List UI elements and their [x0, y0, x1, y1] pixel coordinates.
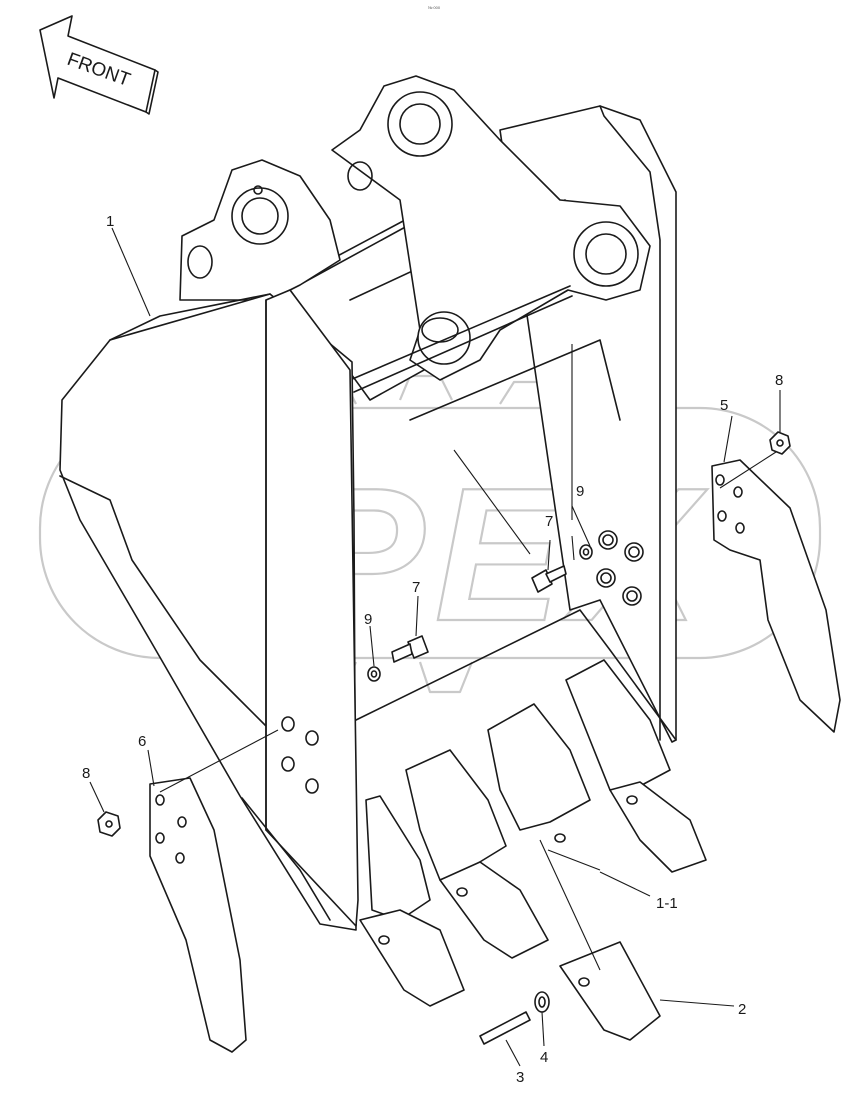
callout-1-1: 1-1 [656, 895, 678, 912]
pin-part-3 [479, 1011, 531, 1045]
callout-1: 1 [106, 213, 114, 230]
front-arrow: FRONT [39, 15, 159, 115]
tooth-assembly-2 [405, 749, 549, 959]
callout-7-lower: 7 [412, 579, 420, 596]
callout-6: 6 [138, 733, 146, 750]
leader-lines [89, 227, 781, 1067]
bolt-part-7-lower [391, 635, 429, 663]
callout-4: 4 [540, 1049, 548, 1066]
tooth-part-2 [559, 941, 661, 1041]
nut-part-8-left [97, 811, 121, 837]
callout-3: 3 [516, 1069, 524, 1086]
callout-9-lower: 9 [364, 611, 372, 628]
bucket-body [59, 75, 677, 931]
svg-text:№ 000: № 000 [428, 5, 441, 10]
side-cutter-part-5 [711, 459, 841, 733]
callout-5: 5 [720, 397, 728, 414]
washer-part-9-lower [367, 666, 381, 682]
callout-7-upper: 7 [545, 513, 553, 530]
washer-part-4 [534, 991, 550, 1013]
tooth-assembly-3 [487, 703, 591, 843]
nut-part-8-right [769, 431, 791, 455]
callout-9-upper: 9 [576, 483, 584, 500]
tooth-assembly-4 [565, 659, 707, 873]
bolt-part-7-upper [531, 565, 567, 593]
callout-8-left: 8 [82, 765, 90, 782]
right-bolt-holes [596, 530, 644, 606]
tooth-assembly-1 [359, 795, 465, 1007]
callout-labels: 1 1-1 2 3 4 5 6 7 7 8 8 9 9 [82, 213, 783, 1086]
washer-part-9-upper [579, 544, 593, 560]
callout-8-right: 8 [775, 372, 783, 389]
left-bolt-holes [281, 716, 319, 794]
side-cutter-part-6 [149, 777, 247, 1053]
callout-2: 2 [738, 1001, 746, 1018]
